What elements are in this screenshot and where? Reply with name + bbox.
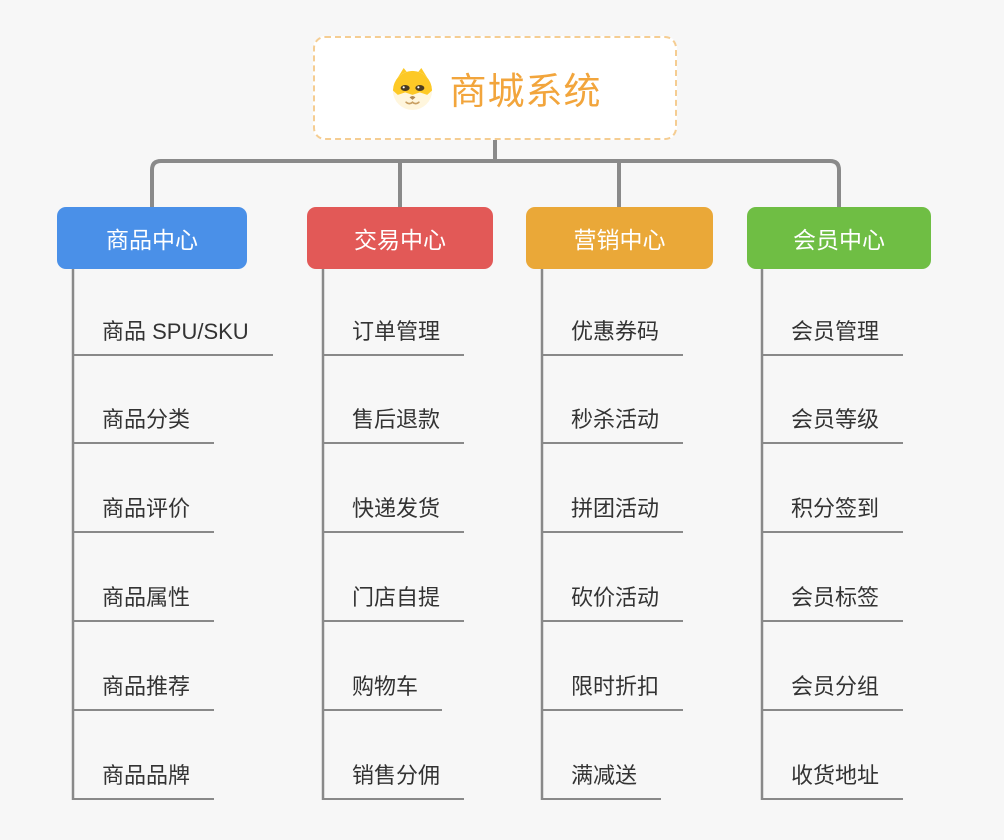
leaf-node[interactable]: 商品推荐 bbox=[72, 672, 215, 711]
leaf-node[interactable]: 门店自提 bbox=[322, 583, 465, 622]
leaf-node[interactable]: 会员管理 bbox=[761, 317, 904, 356]
leaf-node[interactable]: 商品 SPU/SKU bbox=[72, 317, 273, 356]
branch-node-product-center[interactable]: 商品中心 bbox=[57, 207, 247, 269]
leaf-node[interactable]: 会员标签 bbox=[761, 583, 904, 622]
leaf-node[interactable]: 购物车 bbox=[322, 672, 443, 711]
leaf-node[interactable]: 商品品牌 bbox=[72, 761, 215, 800]
root-node[interactable]: 商城系统 bbox=[313, 36, 677, 140]
leaf-node[interactable]: 限时折扣 bbox=[541, 672, 684, 711]
leaf-node[interactable]: 订单管理 bbox=[322, 317, 465, 356]
branch-node-trade-center[interactable]: 交易中心 bbox=[307, 207, 493, 269]
leaf-node[interactable]: 砍价活动 bbox=[541, 583, 684, 622]
leaf-node[interactable]: 销售分佣 bbox=[322, 761, 465, 800]
leaf-node[interactable]: 优惠券码 bbox=[541, 317, 684, 356]
leaf-node[interactable]: 会员等级 bbox=[761, 405, 904, 444]
leaf-node[interactable]: 商品分类 bbox=[72, 405, 215, 444]
leaf-node[interactable]: 会员分组 bbox=[761, 672, 904, 711]
branch-node-marketing-center[interactable]: 营销中心 bbox=[526, 207, 713, 269]
leaf-node[interactable]: 售后退款 bbox=[322, 405, 465, 444]
root-title: 商城系统 bbox=[449, 71, 602, 112]
leaf-node[interactable]: 商品评价 bbox=[72, 494, 215, 533]
leaf-node[interactable]: 快递发货 bbox=[322, 494, 465, 533]
leaf-node[interactable]: 商品属性 bbox=[72, 583, 215, 622]
leaf-node[interactable]: 拼团活动 bbox=[541, 494, 684, 533]
dog-face-icon bbox=[389, 65, 436, 112]
leaf-node[interactable]: 满减送 bbox=[541, 761, 662, 800]
leaf-node[interactable]: 收货地址 bbox=[761, 761, 904, 800]
leaf-node[interactable]: 秒杀活动 bbox=[541, 405, 684, 444]
leaf-node[interactable]: 积分签到 bbox=[761, 494, 904, 533]
branch-node-member-center[interactable]: 会员中心 bbox=[747, 207, 931, 269]
